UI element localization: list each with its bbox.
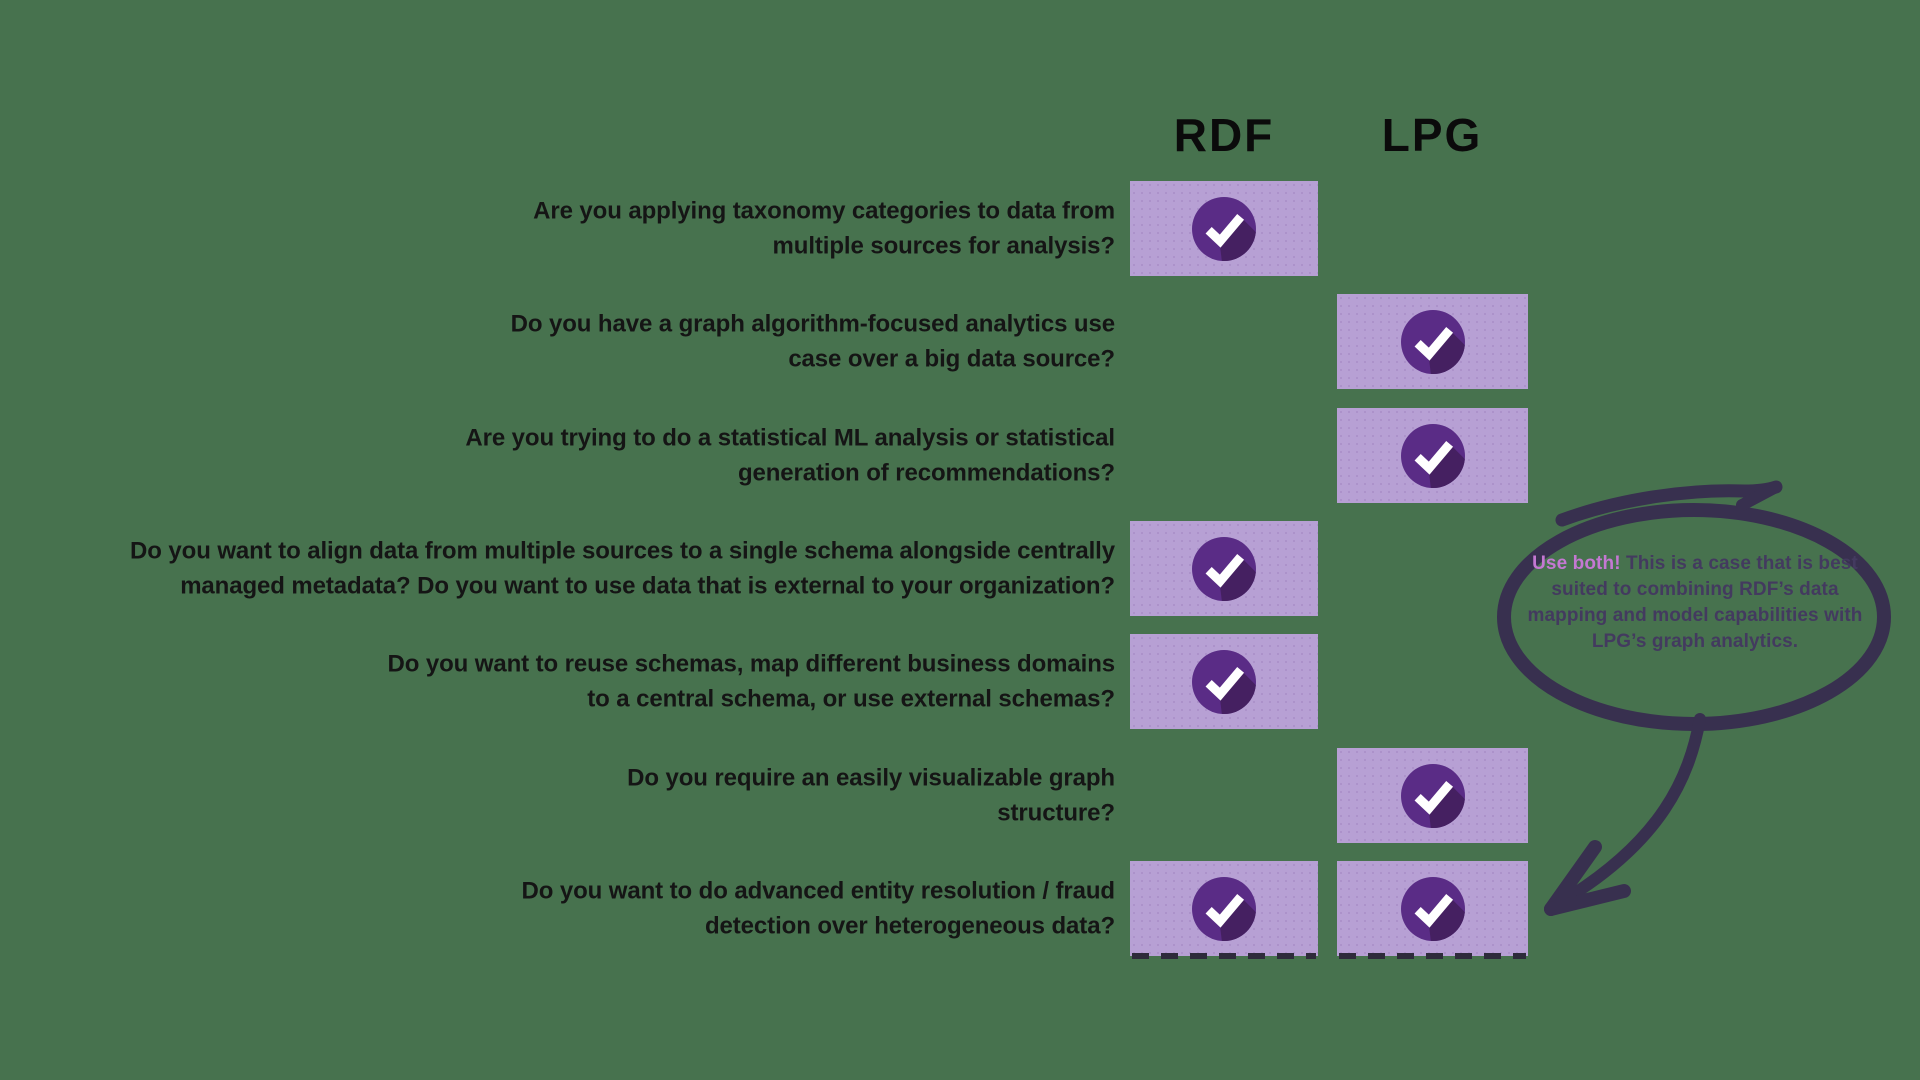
check-icon: [1192, 649, 1256, 714]
table-row: Do you want to align data from multiple …: [0, 521, 1920, 616]
question-text: Do you have a graph algorithm-focused an…: [510, 309, 1115, 373]
check-icon: [1400, 876, 1465, 941]
check-cell-lpg: [1337, 861, 1528, 959]
question-text: Do you want to do advanced entity resolu…: [521, 876, 1115, 940]
check-icon: [1400, 763, 1465, 828]
check-cell-rdf: [1130, 861, 1318, 959]
column-header-rdf: RDF: [1173, 109, 1275, 161]
use-both-callout: Use both! This is a case that is best su…: [1519, 551, 1871, 655]
check-cell-lpg: [1337, 748, 1528, 843]
question-text: Do you want to align data from multiple …: [130, 536, 1115, 600]
table-row: Do you want to reuse schemas, map differ…: [0, 634, 1920, 729]
check-icon: [1400, 423, 1465, 488]
callout-highlight: Use both!: [1532, 553, 1621, 574]
check-icon: [1400, 309, 1465, 374]
question-text: Do you require an easily visualizable gr…: [627, 763, 1115, 827]
check-cell-lpg: [1337, 294, 1528, 389]
check-cell-rdf: [1130, 521, 1318, 616]
question-text: Do you want to reuse schemas, map differ…: [387, 649, 1115, 713]
table-row: Are you trying to do a statistical ML an…: [0, 408, 1920, 503]
table-row: Do you have a graph algorithm-focused an…: [0, 294, 1920, 389]
table-row: Are you applying taxonomy categories to …: [0, 181, 1920, 276]
check-icon: [1192, 536, 1256, 601]
question-text: Are you applying taxonomy categories to …: [533, 196, 1115, 260]
question-text: Are you trying to do a statistical ML an…: [465, 423, 1115, 487]
table-row: Do you require an easily visualizable gr…: [0, 748, 1920, 843]
table-row: Do you want to do advanced entity resolu…: [0, 861, 1920, 959]
check-cell-rdf: [1130, 181, 1318, 276]
check-icon: [1192, 876, 1256, 941]
check-cell-rdf: [1130, 634, 1318, 729]
check-cell-lpg: [1337, 408, 1528, 503]
check-icon: [1192, 196, 1256, 261]
callout-text: This is a case that is best suited to co…: [1527, 553, 1863, 652]
column-header-lpg: LPG: [1381, 109, 1483, 161]
